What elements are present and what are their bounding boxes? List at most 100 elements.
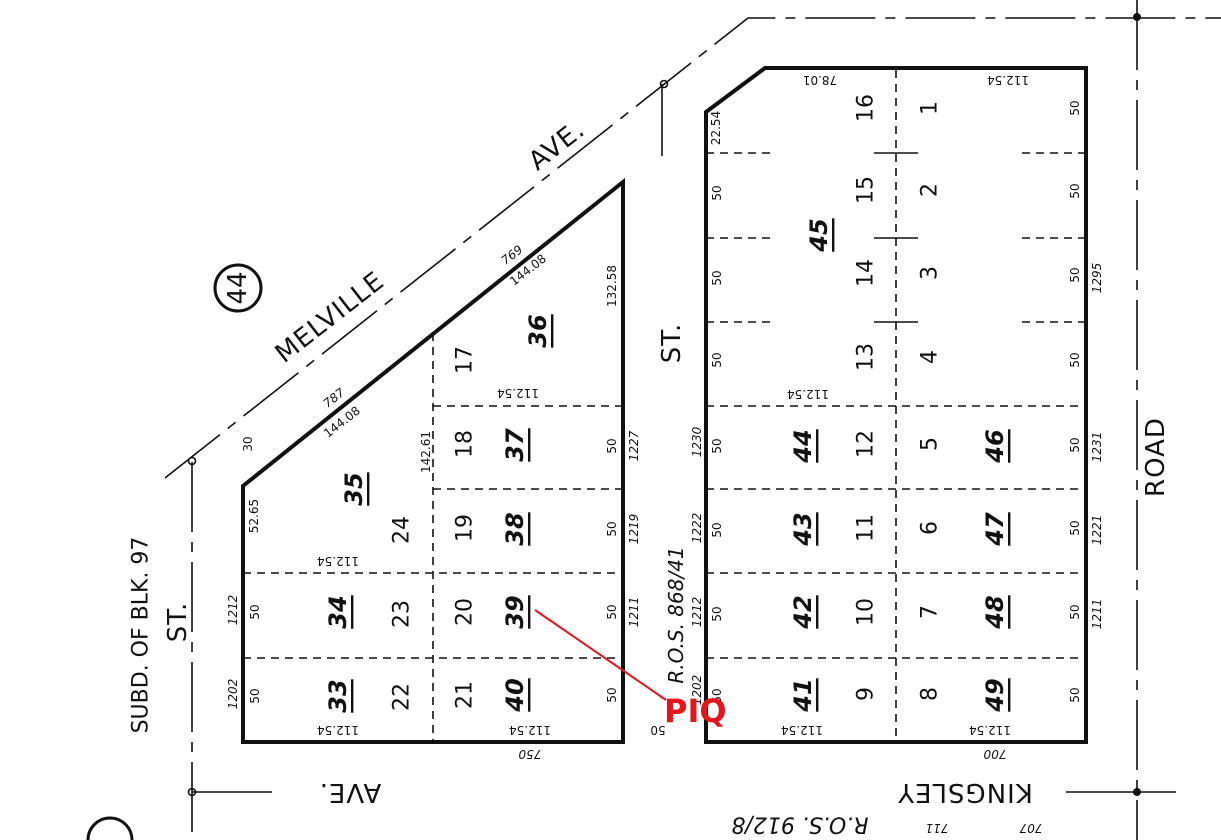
lot-18: 18 [453,430,478,458]
street-ave-bottom: AVE. [319,777,382,807]
parcel-34: 34 [324,595,352,628]
dim-1222: 1222 [690,513,704,544]
lot-5: 5 [918,437,943,451]
dim-1202-right: 1202 [690,675,704,706]
lot-16: 16 [854,94,879,122]
page-number-badge: 44 [213,263,263,313]
dim-1231: 1231 [1090,432,1104,463]
street-ave-top: AVE. [523,115,591,177]
dim-rr-50-d: 50 [1068,352,1082,367]
lot-20: 20 [453,598,478,626]
subject-marker: PIQ [534,609,727,730]
parcel-33: 33 [324,679,352,712]
dim-ml-50-b: 50 [605,521,619,536]
dim-750: 750 [518,747,541,761]
lot-13: 13 [854,343,879,371]
dim-1202-left: 1202 [226,679,240,710]
parcel-numbers: 33 34 35 36 37 38 39 40 41 42 43 44 45 4… [324,218,1009,712]
street-melville: MELVILLE [270,266,390,369]
dim-rr-50-b: 50 [1068,183,1082,198]
ros-bottom: R.O.S. 912/8 [731,812,868,837]
lot-24: 24 [390,516,415,544]
dim-707: 707 [1019,821,1042,835]
dim-132-58: 132.58 [605,265,619,307]
dim-ml-50-d: 50 [605,687,619,702]
page-number: 44 [223,271,253,304]
dim-50-street: 50 [650,723,665,737]
lot-numbers: 1 2 3 4 5 6 7 8 9 10 11 12 13 14 15 16 1… [390,94,943,711]
dim-bot-112-right-a: 112.54 [781,723,823,737]
parcel-43: 43 [789,512,817,546]
ros-middle: R.O.S. 868/41 [664,546,688,683]
dim-1227: 1227 [627,430,641,461]
dim-bot-112-right-b: 112.54 [969,723,1011,737]
dim-1221: 1221 [1090,515,1104,546]
dim-1212-left: 1212 [226,595,240,626]
street-road: ROAD [1141,417,1171,497]
lot-12: 12 [854,430,879,458]
dim-30: 30 [241,436,255,451]
dim-ml-50-c: 50 [605,604,619,619]
lot-19: 19 [453,514,478,542]
parcel-48: 48 [981,595,1009,629]
dim-r-50-c: 50 [710,352,724,367]
lot-9: 9 [854,687,879,701]
dim-l-50-b: 50 [248,688,262,703]
street-subd: SUBD. OF BLK. 97 [129,537,154,734]
parcel-36: 36 [524,314,552,347]
dim-1230: 1230 [690,426,704,457]
parcel-46: 46 [981,429,1009,463]
dim-bot-112-left-b: 112.54 [509,723,551,737]
dim-r-50-e: 50 [710,522,724,537]
parcel-45: 45 [805,218,833,252]
dim-r-50-f: 50 [710,606,724,621]
lot-15: 15 [854,176,879,204]
dim-1295: 1295 [1090,263,1104,294]
lot-21: 21 [453,681,478,709]
dim-l-50-a: 50 [248,604,262,619]
dim-mid-112-right: 112.54 [787,387,829,401]
parcel-42: 42 [789,595,817,629]
street-labels: MELVILLE AVE. ST. ST. SUBD. OF BLK. 97 R… [129,115,1172,837]
dim-112-lot35: 112.54 [317,554,359,568]
block-left [241,177,625,744]
parcel-35: 35 [340,472,368,505]
dim-ml-50-a: 50 [605,438,619,453]
street-st-middle: ST. [657,323,687,364]
lot-4: 4 [918,350,943,364]
dim-rr-50-c: 50 [1068,267,1082,282]
parcel-40: 40 [501,678,529,712]
parcel-47: 47 [981,512,1009,547]
parcel-39: 39 [501,595,529,628]
dim-rr-50-f: 50 [1068,520,1082,535]
parcel-41: 41 [789,678,817,712]
dim-22-54: 22.54 [709,111,723,145]
lot-17: 17 [453,346,478,374]
block-right [704,66,1088,744]
dim-r-50-g: 50 [710,688,724,703]
dim-1211-right: 1211 [1090,599,1104,630]
lot-10: 10 [854,598,879,626]
dim-700: 700 [983,747,1006,761]
lot-11: 11 [854,514,879,542]
parcel-49: 49 [981,678,1009,712]
lot-2: 2 [918,183,943,197]
street-st-left: ST. [163,602,193,643]
page-number-badge-partial [86,816,134,840]
dim-bot-112-left-a: 112.54 [317,723,359,737]
lot-22: 22 [390,683,415,711]
parcel-38: 38 [501,512,529,545]
dim-rr-50-e: 50 [1068,437,1082,452]
dim-1211-left: 1211 [627,597,641,628]
dim-rr-50-g: 50 [1068,604,1082,619]
street-kingsley: KINGSLEY [897,777,1033,807]
lot-1: 1 [918,101,943,115]
dim-711: 711 [926,821,949,835]
dim-rr-50-h: 50 [1068,687,1082,702]
dim-52-65: 52.65 [247,499,261,533]
lot-8: 8 [918,687,943,701]
dim-1219: 1219 [627,514,641,545]
dim-142-61: 142.61 [419,431,433,473]
lot-23: 23 [390,600,415,628]
